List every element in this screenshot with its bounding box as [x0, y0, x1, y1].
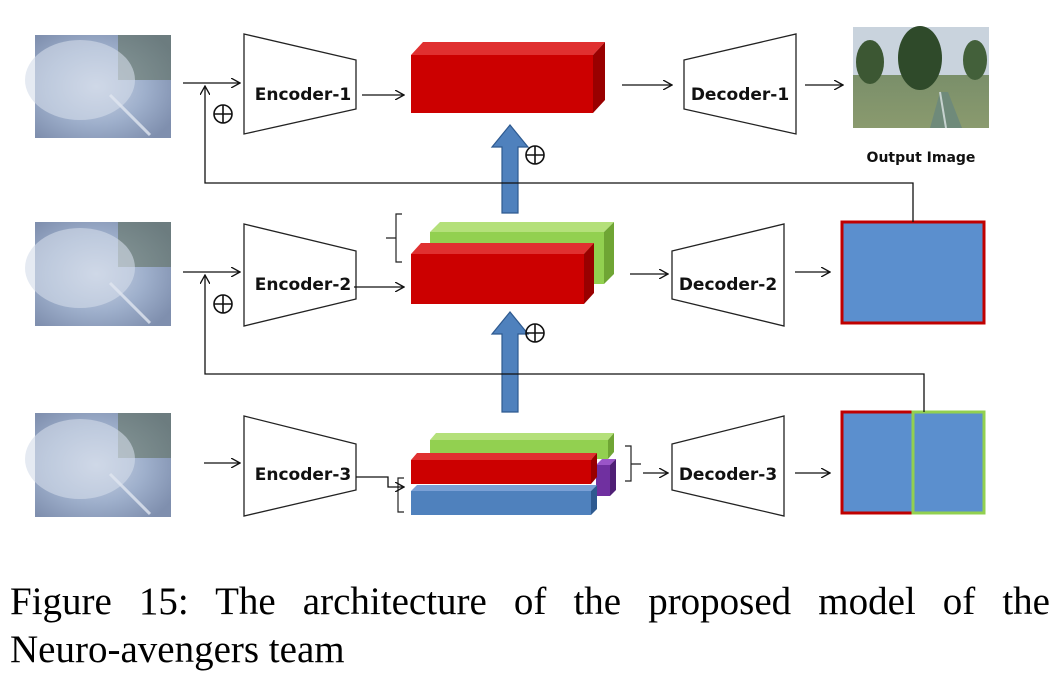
caption-line-1: Figure 15: The architecture of the propo… [10, 580, 1050, 623]
output-image-label: Output Image [867, 150, 976, 166]
decoder-1: Decoder-1 [683, 33, 797, 135]
output-panel-3-red [840, 410, 915, 515]
up-arrow-2-to-1 [490, 124, 530, 214]
plus-icon-arrow2 [525, 323, 545, 343]
decoder-3: Decoder-3 [671, 415, 785, 517]
encoder-2-label: Encoder-2 [255, 275, 351, 295]
encoder-1-label: Encoder-1 [255, 85, 351, 105]
output-image [853, 26, 989, 129]
output-panel-2 [840, 220, 986, 325]
hazy-input-image-1 [25, 35, 171, 138]
encoder-1: Encoder-1 [243, 33, 357, 135]
flow-arrows [183, 83, 925, 487]
hazy-input-image-3 [25, 413, 171, 517]
architecture-diagram: Output Image Encoder-1 Encoder-2 Encoder… [25, 26, 989, 517]
figure-caption: Figure 15: The architecture of the propo… [10, 578, 1050, 674]
decoder-2-label: Decoder-2 [679, 275, 777, 295]
feature-block-purple-3 [596, 459, 616, 496]
decoder-2: Decoder-2 [671, 223, 785, 327]
plus-icon-row2 [213, 294, 233, 314]
feature-block-red-2 [411, 243, 594, 304]
feature-block-red-3 [411, 453, 597, 484]
plus-icon-row1 [213, 104, 233, 124]
encoder-3: Encoder-3 [243, 415, 357, 517]
plus-icon-arrow1 [525, 145, 545, 165]
bracket-row-2 [386, 213, 402, 263]
encoder-3-label: Encoder-3 [255, 465, 351, 485]
caption-line-2: Neuro-avengers team [10, 628, 345, 671]
up-arrow-3-to-2 [490, 311, 530, 413]
plus-symbols [213, 104, 545, 343]
bracket-row-3-left [397, 477, 404, 513]
feature-block-red-1 [411, 42, 605, 113]
output-panel-3-green [911, 410, 986, 515]
decoder-3-label: Decoder-3 [679, 465, 777, 485]
bracket-row-3-right [625, 445, 641, 482]
feature-block-blue-3 [411, 485, 597, 515]
decoder-1-label: Decoder-1 [691, 85, 789, 105]
hazy-input-image-2 [25, 222, 171, 326]
encoder-2: Encoder-2 [243, 223, 357, 327]
